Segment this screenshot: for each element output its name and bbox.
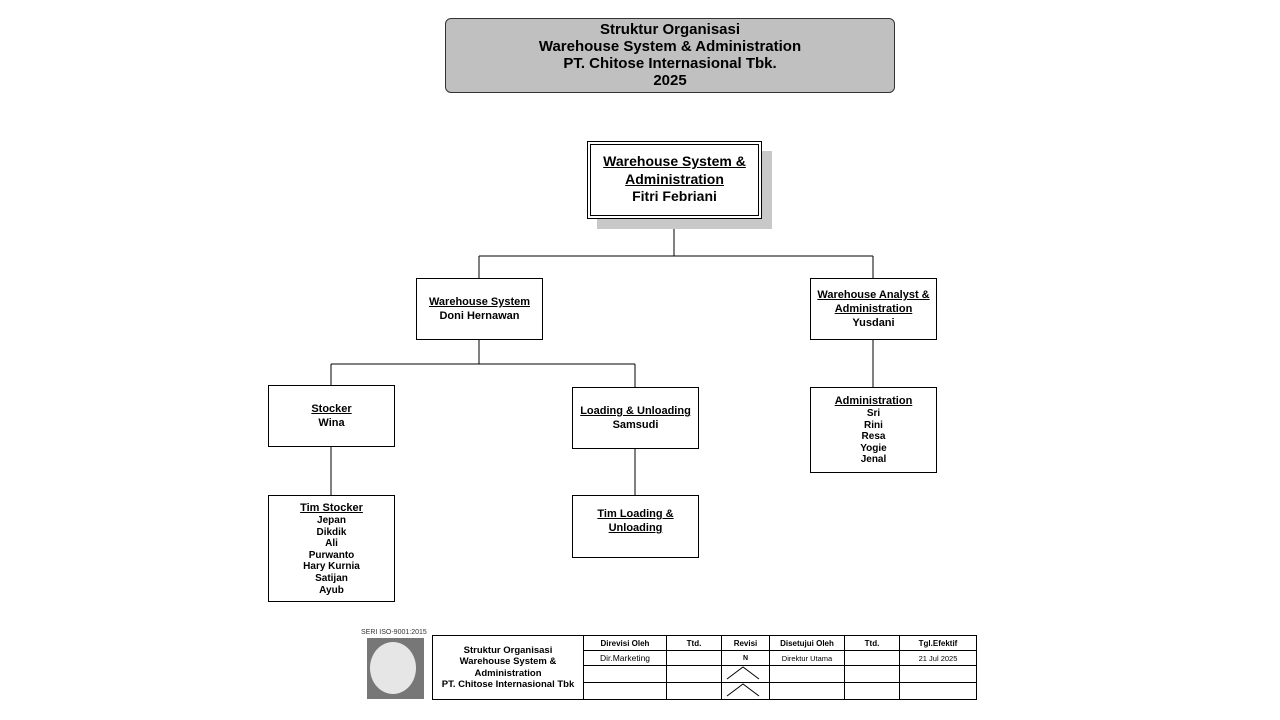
- node-tim-stocker: Tim Stocker Jepan Dikdik Ali Purwanto Ha…: [268, 495, 395, 602]
- node-title: Unloading: [608, 522, 663, 534]
- revisi-value: N: [721, 650, 770, 666]
- node-title: Administration: [834, 303, 913, 315]
- node-title: Tim Stocker: [300, 502, 363, 514]
- revision-triangle-icon: [726, 666, 760, 680]
- node-person: Doni Hernawan: [439, 310, 520, 322]
- header-revisi: Revisi: [721, 635, 770, 651]
- chart-title-box: Struktur Organisasi Warehouse System & A…: [445, 18, 895, 93]
- revision-mark-cell: [721, 682, 770, 700]
- ttd-cell: [666, 650, 722, 666]
- empty-cell: [583, 665, 667, 683]
- member-name: Hary Kurnia: [303, 561, 360, 573]
- node-title: Administration: [834, 395, 913, 407]
- title-line-2: Warehouse System & Administration: [538, 38, 802, 55]
- node-person: Samsudi: [612, 419, 659, 431]
- node-tim-loading-unloading: Tim Loading & Unloading: [572, 495, 699, 558]
- doc-title-line: Administration: [474, 667, 542, 679]
- node-title: Stocker: [311, 403, 352, 415]
- company-logo: [367, 638, 424, 699]
- member-name: Jepan: [317, 515, 346, 526]
- doc-title-line: PT. Chitose Internasional Tbk: [441, 679, 575, 690]
- doc-title-line: Warehouse System &: [459, 656, 557, 667]
- empty-cell: [583, 682, 667, 700]
- header-ttd: Ttd.: [666, 635, 722, 651]
- node-person: Yusdani: [852, 317, 895, 329]
- title-line-1: Struktur Organisasi: [599, 21, 741, 38]
- title-line-3: PT. Chitose Internasional Tbk.: [563, 55, 777, 72]
- direvisi-oleh-value: Dir.Marketing: [583, 650, 667, 666]
- node-title: Tim Loading &: [597, 508, 674, 520]
- iso-certification-label: SERI ISO-9001:2015: [361, 629, 427, 636]
- member-name: Jenal: [860, 454, 887, 466]
- empty-cell: [899, 665, 977, 683]
- node-title: Warehouse System &: [603, 153, 746, 169]
- node-title: Warehouse System: [428, 296, 531, 308]
- member-name: Purwanto: [308, 549, 355, 561]
- empty-cell: [769, 682, 845, 700]
- revision-mark-cell: [721, 665, 770, 683]
- title-line-4: 2025: [653, 72, 687, 89]
- node-administration: Administration Sri Rini Resa Yogie Jenal: [810, 387, 937, 473]
- node-person: Wina: [318, 417, 345, 429]
- member-name: Ali: [325, 538, 338, 550]
- header-tgl-efektif: Tgl.Efektif: [899, 635, 977, 651]
- empty-cell: [666, 665, 722, 683]
- member-name: Yogie: [860, 442, 887, 454]
- empty-cell: [666, 682, 722, 700]
- doc-title-line: Struktur Organisasi: [463, 644, 553, 656]
- disetujui-oleh-value: Direktur Utama: [769, 650, 845, 666]
- empty-cell: [844, 665, 900, 683]
- node-warehouse-analyst-administration: Warehouse Analyst & Administration Yusda…: [810, 278, 937, 340]
- member-name: Ayub: [319, 584, 344, 596]
- document-approval-table: Struktur Organisasi Warehouse System & A…: [432, 635, 977, 700]
- header-direvisi-oleh: Direvisi Oleh: [583, 635, 667, 651]
- empty-cell: [844, 682, 900, 700]
- member-name: Resa: [861, 431, 886, 443]
- empty-cell: [899, 682, 977, 700]
- node-title: Warehouse Analyst &: [817, 289, 930, 301]
- node-loading-unloading: Loading & Unloading Samsudi: [572, 387, 699, 449]
- header-ttd: Ttd.: [844, 635, 900, 651]
- node-warehouse-system-administration: Warehouse System & Administration Fitri …: [587, 141, 762, 219]
- node-stocker: Stocker Wina: [268, 385, 395, 447]
- tgl-efektif-value: 21 Jul 2025: [899, 650, 977, 666]
- header-disetujui-oleh: Disetujui Oleh: [769, 635, 845, 651]
- node-title: Administration: [625, 170, 724, 187]
- member-name: Satijan: [315, 572, 348, 584]
- node-title: Loading & Unloading: [580, 405, 691, 417]
- member-name: Rini: [864, 419, 883, 431]
- empty-cell: [769, 665, 845, 683]
- document-title-cell: Struktur Organisasi Warehouse System & A…: [432, 635, 584, 700]
- node-person: Fitri Febriani: [632, 188, 717, 204]
- ttd-cell: [844, 650, 900, 666]
- node-warehouse-system: Warehouse System Doni Hernawan: [416, 278, 543, 340]
- member-name: Sri: [866, 408, 881, 419]
- member-name: Dikdik: [316, 526, 347, 538]
- revision-triangle-icon: [726, 683, 760, 697]
